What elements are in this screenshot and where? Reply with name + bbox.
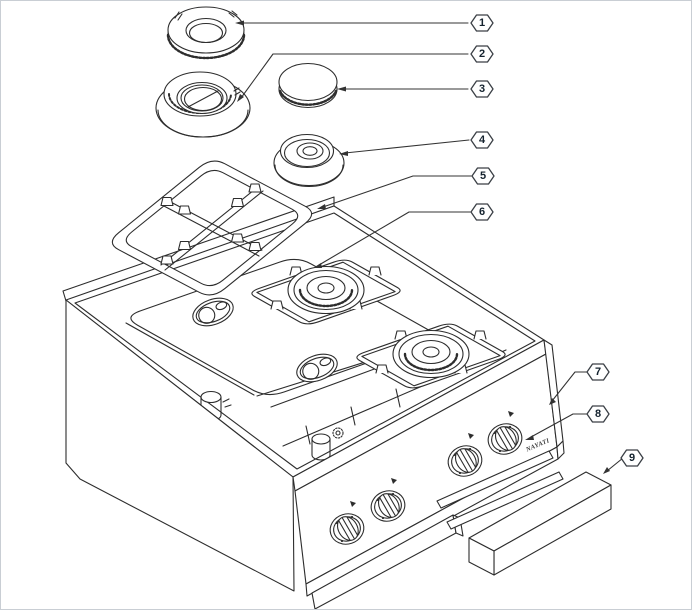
stove-body — [62, 196, 612, 609]
callout-4: 4 — [478, 134, 486, 146]
callout-1: 1 — [478, 17, 486, 29]
callout-badges — [470, 14, 644, 467]
burner-well-rear — [251, 259, 401, 325]
callout-8: 8 — [594, 408, 602, 420]
drawer-front-panel — [468, 471, 612, 576]
control-knob — [370, 478, 406, 522]
burner-well-front — [356, 323, 506, 389]
control-knob — [329, 501, 365, 545]
callout-9: 9 — [628, 452, 636, 464]
burner-cap-with-ring — [273, 133, 345, 188]
drawer-rail — [446, 471, 564, 530]
burner-head — [155, 71, 251, 138]
callout-3: 3 — [478, 83, 486, 95]
leader-lines — [235, 20, 624, 474]
burner-flame-ring — [166, 6, 246, 60]
callout-2: 2 — [478, 48, 486, 60]
small-burner-cap — [278, 62, 338, 109]
callout-7: 7 — [594, 366, 602, 378]
control-knob — [447, 433, 483, 477]
callout-6: 6 — [478, 206, 486, 218]
drawer-rail — [436, 450, 554, 509]
ignition-cover — [296, 353, 338, 383]
control-knob — [487, 411, 523, 455]
callout-5: 5 — [479, 170, 487, 182]
side-panel — [65, 299, 295, 592]
ignition-cover — [192, 297, 234, 327]
pan-support-grate — [111, 160, 313, 296]
